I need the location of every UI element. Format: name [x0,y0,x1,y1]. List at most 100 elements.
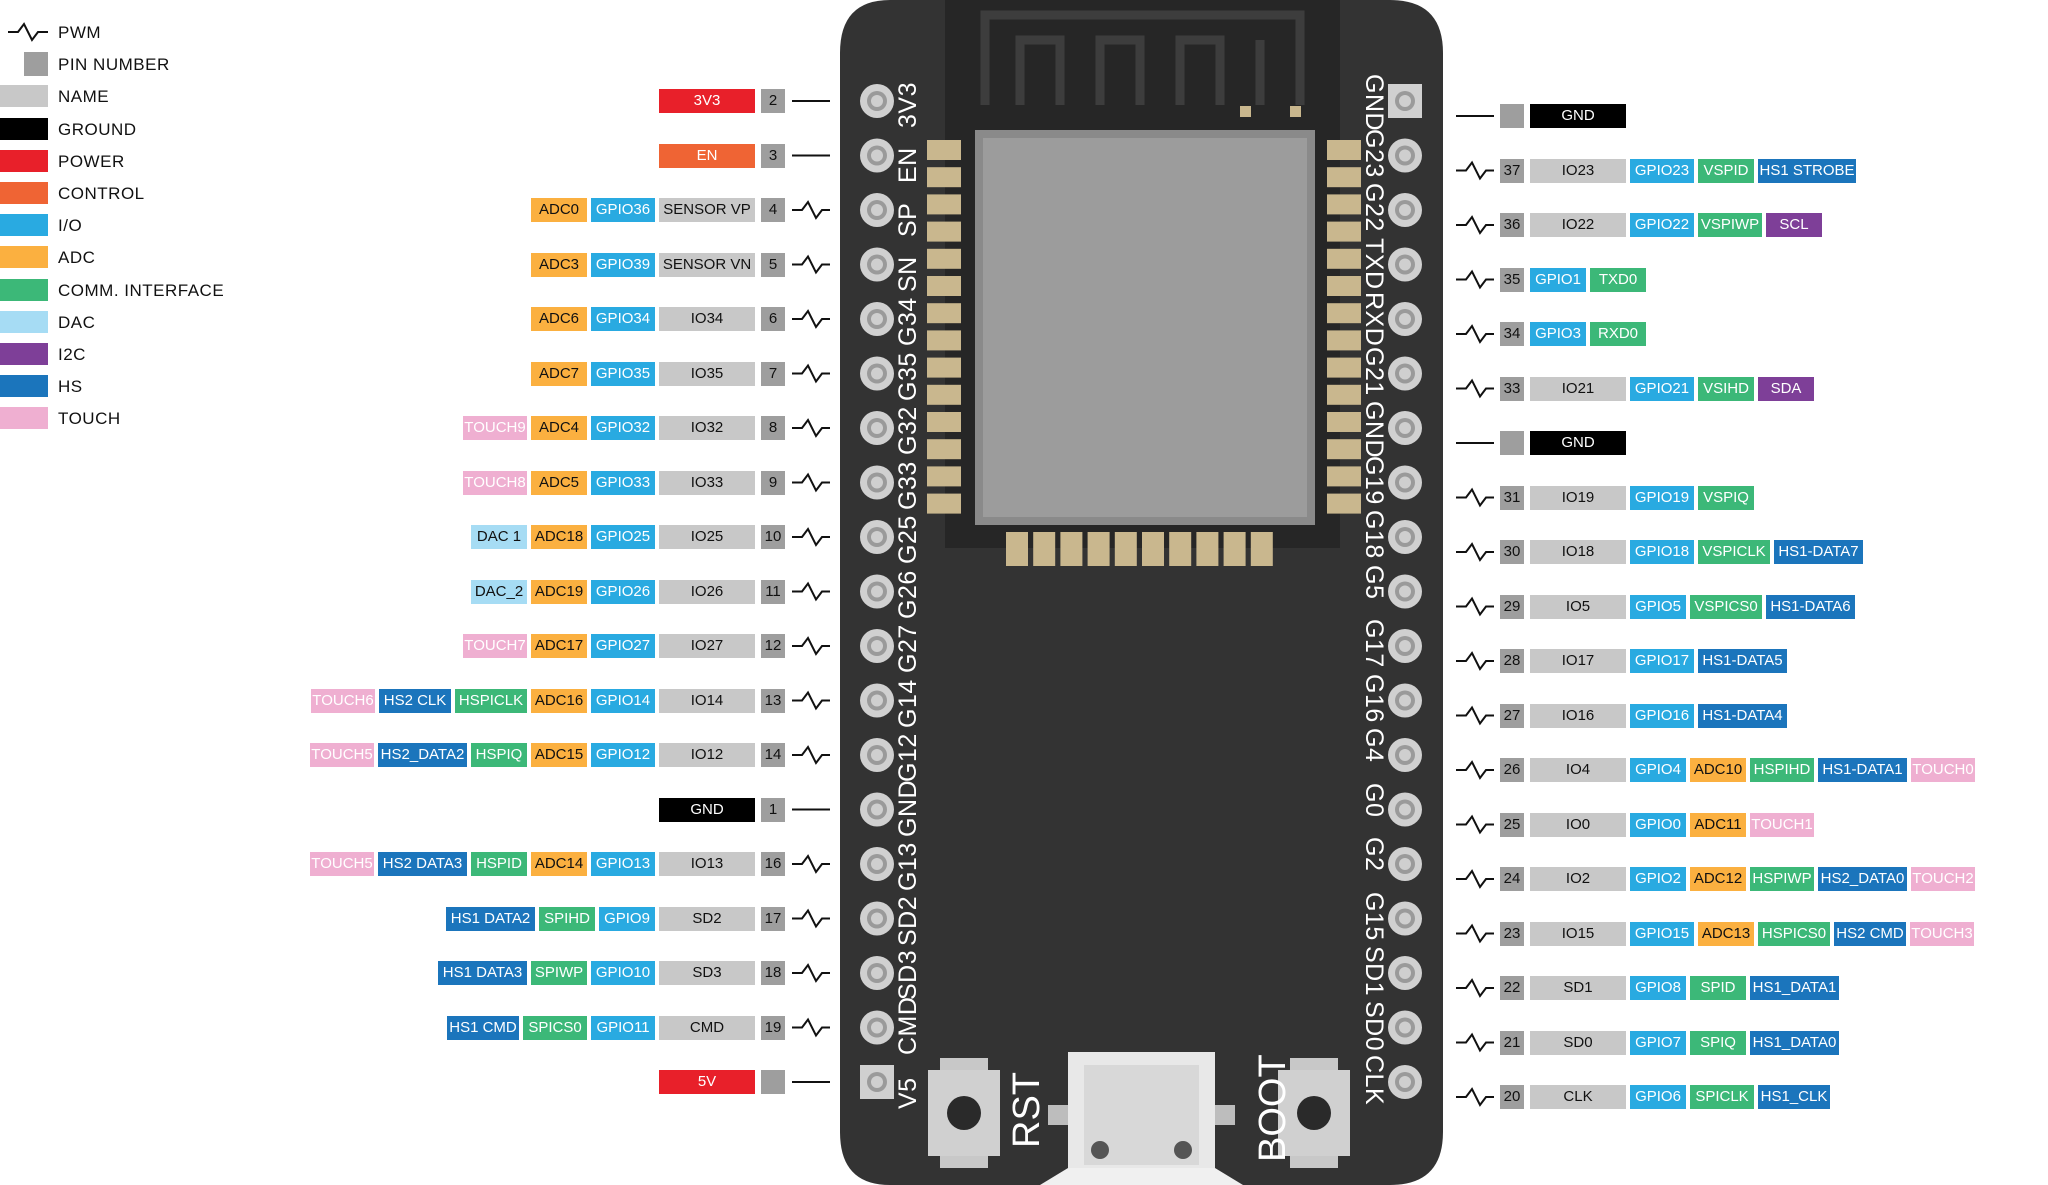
pin-number: 25 [1500,812,1524,837]
silk-right-g2: G2 [1360,837,1388,872]
pin-number: 33 [1500,376,1524,401]
pin-label-name: IO16 [1530,703,1626,728]
boot-label: BOOT [1252,1054,1294,1162]
silk-right-gnd: GND [1360,74,1388,132]
legend-swatch [0,182,48,204]
legend-swatch [0,310,48,333]
legend-item: DAC [0,308,260,334]
legend-label: TOUCH [58,409,121,429]
pin-label-name: SENSOR VN [659,252,755,277]
pin-label-hs: HS2_DATA2 [378,743,467,767]
pin-label-adc: ADC11 [1690,812,1746,837]
silk-right-g15: G15 [1360,891,1388,941]
pin-label-control: EN [659,143,755,168]
pwm-icon [1456,651,1494,671]
pin-label-name: IO25 [659,525,755,549]
pin-label-comm: VSPIQ [1698,485,1754,510]
pin-label-name: SD2 [659,906,755,931]
pin-number: 26 [1500,758,1524,782]
pin-label-hs: HS1_DATA0 [1750,1030,1839,1055]
silk-left-sd2: SD2 [894,895,922,946]
pin-label-io: GPIO23 [1630,158,1694,183]
pin-label-comm: VSPICS0 [1690,594,1762,619]
pwm-icon [1456,1032,1494,1053]
pin-label-gnd: GND [659,797,755,822]
pin-number: 1 [761,797,785,822]
pwm-icon [1456,542,1494,562]
pwm-icon [792,854,830,874]
pin-number: 12 [761,634,785,658]
pin-label-comm: RXD0 [1590,322,1646,346]
pin-number: 27 [1500,703,1524,728]
rst-button[interactable] [928,1058,1000,1168]
legend-item: HS [0,372,260,398]
pin-label-io: GPIO13 [591,852,655,876]
pwm-icon [1456,324,1494,344]
pin-number: 5 [761,252,785,277]
pin-label-hs: HS2 CLK [379,688,451,713]
pwm-icon [8,22,48,42]
pin-label-io: GPIO11 [591,1015,655,1040]
legend-item: I/O [0,211,260,237]
pin-label-name: IO34 [659,307,755,331]
pin-label-touch: TOUCH5 [310,852,374,876]
pin-label-adc: ADC13 [1698,921,1754,946]
legend-item: GROUND [0,115,260,141]
pwm-icon [1456,705,1494,726]
boot-button[interactable] [1278,1058,1350,1168]
pin-number: 35 [1500,267,1524,292]
legend-swatch [24,52,48,77]
pin-label-comm: HSPIQ [471,743,527,767]
pwm-icon [1456,869,1494,889]
silk-left-sn: SN [894,255,922,292]
pin-label-name: CLK [1530,1085,1626,1109]
pin-label-touch: TOUCH2 [1911,867,1975,891]
silk-left-g26: G26 [894,569,922,619]
pin-number [761,1070,785,1094]
pin-label-io: GPIO0 [1630,812,1686,837]
pin-number: 29 [1500,594,1524,619]
pin-label-io: GPIO22 [1630,213,1694,237]
pwm-icon [1456,978,1494,998]
silk-left-g32: G32 [894,406,922,455]
pin-label-io: GPIO39 [591,252,655,277]
connector-lines [792,100,1494,1107]
pwm-icon [1456,760,1494,780]
pin-label-name: IO27 [659,634,755,658]
legend-swatch [0,85,48,108]
pin-label-gnd: GND [1530,104,1626,128]
pwm-icon [792,363,830,384]
pin-label-io: GPIO10 [591,961,655,985]
silk-left-gnd: GND [894,779,922,837]
pin-label-adc: ADC0 [531,198,587,222]
pin-label-dac: DAC 1 [471,525,527,549]
pin-label-adc: ADC17 [531,634,587,658]
pin-number: 28 [1500,649,1524,673]
pin-label-name: IO23 [1530,158,1626,183]
legend-label: I/O [58,216,83,236]
legend-item: NAME [0,82,260,108]
micro-usb-connector [1040,1052,1243,1185]
legend-label: POWER [58,151,125,171]
legend-label: COMM. INTERFACE [58,280,225,300]
pin-label-i2c: SCL [1766,213,1822,237]
pin-label-gnd: GND [1530,431,1626,455]
pwm-icon [1456,814,1494,835]
silk-left-g13: G13 [894,842,922,891]
pin-label-adc: ADC5 [531,470,587,495]
pin-label-name: CMD [659,1015,755,1040]
pwm-icon [1456,1087,1494,1107]
silk-left-g25: G25 [894,515,922,564]
pin-label-name: IO32 [659,416,755,440]
pin-label-name: SENSOR VP [659,198,755,222]
pin-number: 6 [761,307,785,331]
pin-label-name: SD1 [1530,976,1626,1000]
pin-label-io: GPIO1 [1530,267,1586,292]
pin-number: 21 [1500,1030,1524,1055]
legend-swatch [0,343,48,365]
pin-label-io: GPIO14 [591,688,655,713]
pin-label-name: IO17 [1530,649,1626,673]
pin-label-comm: VSPICLK [1698,540,1770,564]
silk-right-sd0: SD0 [1360,1000,1388,1051]
silk-left-en: EN [894,146,922,183]
